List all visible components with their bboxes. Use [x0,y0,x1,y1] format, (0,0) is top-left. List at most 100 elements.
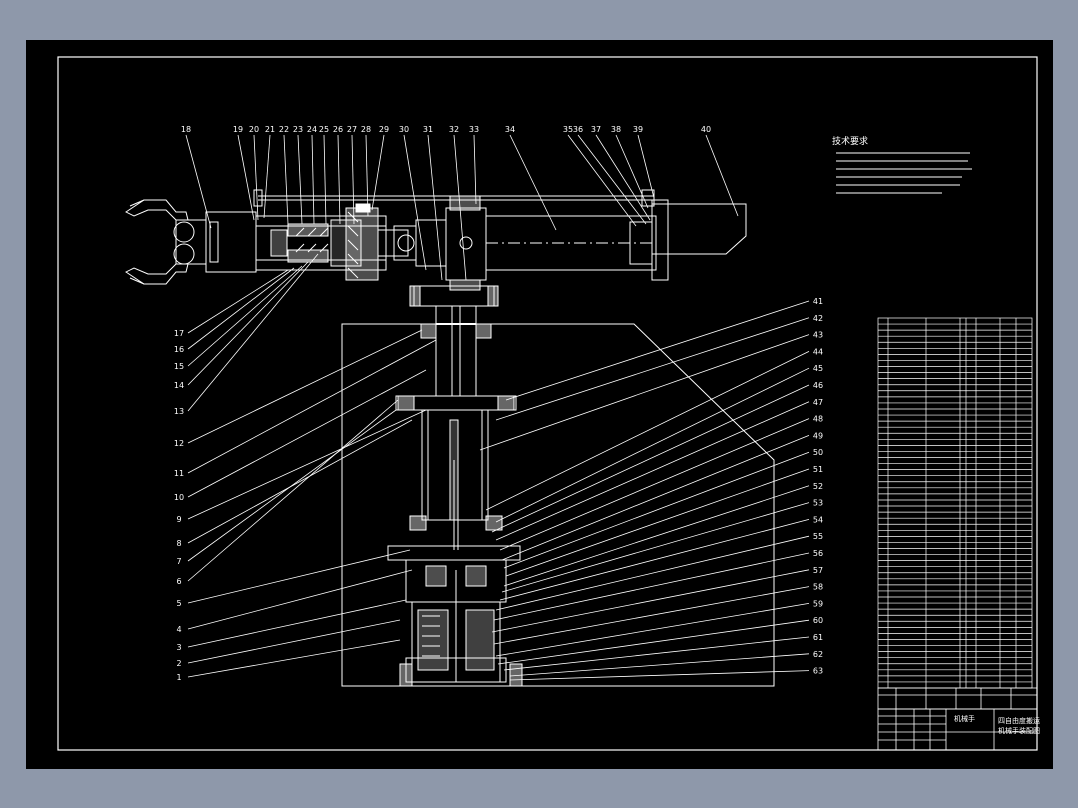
leader-right-61 [503,636,810,671]
leader-right-57 [491,569,810,633]
part-label-top-25: 25 [319,125,329,134]
part-label-top-34: 34 [505,125,515,134]
leader-left-7 [187,409,397,562]
leader-right-58 [493,586,810,645]
part-label-left-3: 3 [176,643,181,652]
drawing-border [57,56,1038,751]
part-label-right-54: 54 [813,515,823,524]
leader-right-54 [499,519,810,601]
part-label-left-9: 9 [176,515,181,524]
gripper-fingers [125,199,207,285]
leader-left-5 [187,549,411,604]
forearm-cylinder [255,215,387,271]
part-label-top-19: 19 [233,125,243,134]
part-label-top-33: 33 [469,125,479,134]
part-label-top-40: 40 [701,125,711,134]
part-label-left-16: 16 [174,345,184,354]
leader-top-33 [473,134,477,205]
part-label-right-51: 51 [813,465,823,474]
leader-top-32 [453,134,467,281]
part-label-left-12: 12 [174,439,184,448]
leader-left-8 [187,419,413,544]
leader-left-12 [187,329,423,444]
leader-right-60 [497,619,810,665]
forearm-flange [345,207,379,281]
part-label-right-63: 63 [813,667,823,676]
title-block [877,687,1038,751]
leader-left-4 [187,569,413,630]
leader-top-23 [297,134,303,225]
part-label-right-48: 48 [813,415,823,424]
part-label-top-37: 37 [591,125,601,134]
leader-right-63 [509,670,810,681]
upper-column [435,305,477,397]
part-label-right-59: 59 [813,599,823,608]
part-label-right-53: 53 [813,499,823,508]
part-label-top-20: 20 [249,125,259,134]
leader-top-31 [427,134,443,281]
leader-left-10 [187,369,427,498]
leader-left-3 [187,599,407,648]
bearing-block [445,207,487,281]
leader-right-48 [499,418,810,551]
part-label-right-42: 42 [813,314,823,323]
leader-top-40 [705,134,739,217]
leader-top-39 [637,134,655,199]
leader-right-44 [485,351,810,511]
leader-top-37 [595,134,651,221]
part-label-right-61: 61 [813,633,823,642]
leader-right-52 [503,485,810,587]
part-label-right-43: 43 [813,331,823,340]
leader-top-19 [237,134,255,221]
rotary-housing [415,219,447,267]
leader-right-46 [491,384,810,533]
part-label-top-18: 18 [181,125,191,134]
part-label-top-21: 21 [265,125,275,134]
parts-list-frame [877,317,1033,689]
leader-right-51 [505,468,810,577]
leader-top-34 [509,134,557,231]
leader-right-43 [479,334,810,451]
leader-right-41 [505,300,810,401]
leader-top-22 [283,134,289,225]
leader-top-35 [567,134,637,227]
assembly-name-line-2: 机械手装配图 [998,726,1040,735]
leader-top-26 [337,134,341,225]
part-label-top-23: 23 [293,125,303,134]
leader-right-62 [509,653,810,677]
drawing-title: 机械手 [954,714,975,723]
part-label-left-13: 13 [174,407,184,416]
leader-right-49 [501,435,810,561]
leader-top-24 [311,134,315,225]
leader-right-42 [495,317,810,421]
part-label-left-2: 2 [176,659,181,668]
leader-top-36 [577,134,647,225]
part-label-top-31: 31 [423,125,433,134]
part-label-left-5: 5 [176,599,181,608]
leader-left-2 [187,619,401,664]
guard-enclosure [341,323,775,687]
part-label-left-15: 15 [174,362,184,371]
part-label-right-58: 58 [813,583,823,592]
part-label-top-30: 30 [399,125,409,134]
part-label-top-24: 24 [307,125,317,134]
part-label-right-44: 44 [813,347,823,356]
part-label-top-28: 28 [361,125,371,134]
technical-notes: 技术要求 [832,135,972,194]
part-label-left-4: 4 [176,625,181,634]
part-label-right-56: 56 [813,549,823,558]
part-label-right-50: 50 [813,448,823,457]
part-label-top-32: 32 [449,125,459,134]
column-assembly [341,285,775,687]
leader-top-27 [351,134,355,225]
part-label-top-36: 36 [573,125,583,134]
assembly-name-line-1: 四自由度搬运 [998,716,1040,725]
leader-left-17 [187,269,289,334]
coupling [377,229,409,257]
part-label-right-52: 52 [813,482,823,491]
part-label-left-14: 14 [174,381,184,390]
leader-left-14 [187,261,309,386]
rear-hood [651,203,747,255]
